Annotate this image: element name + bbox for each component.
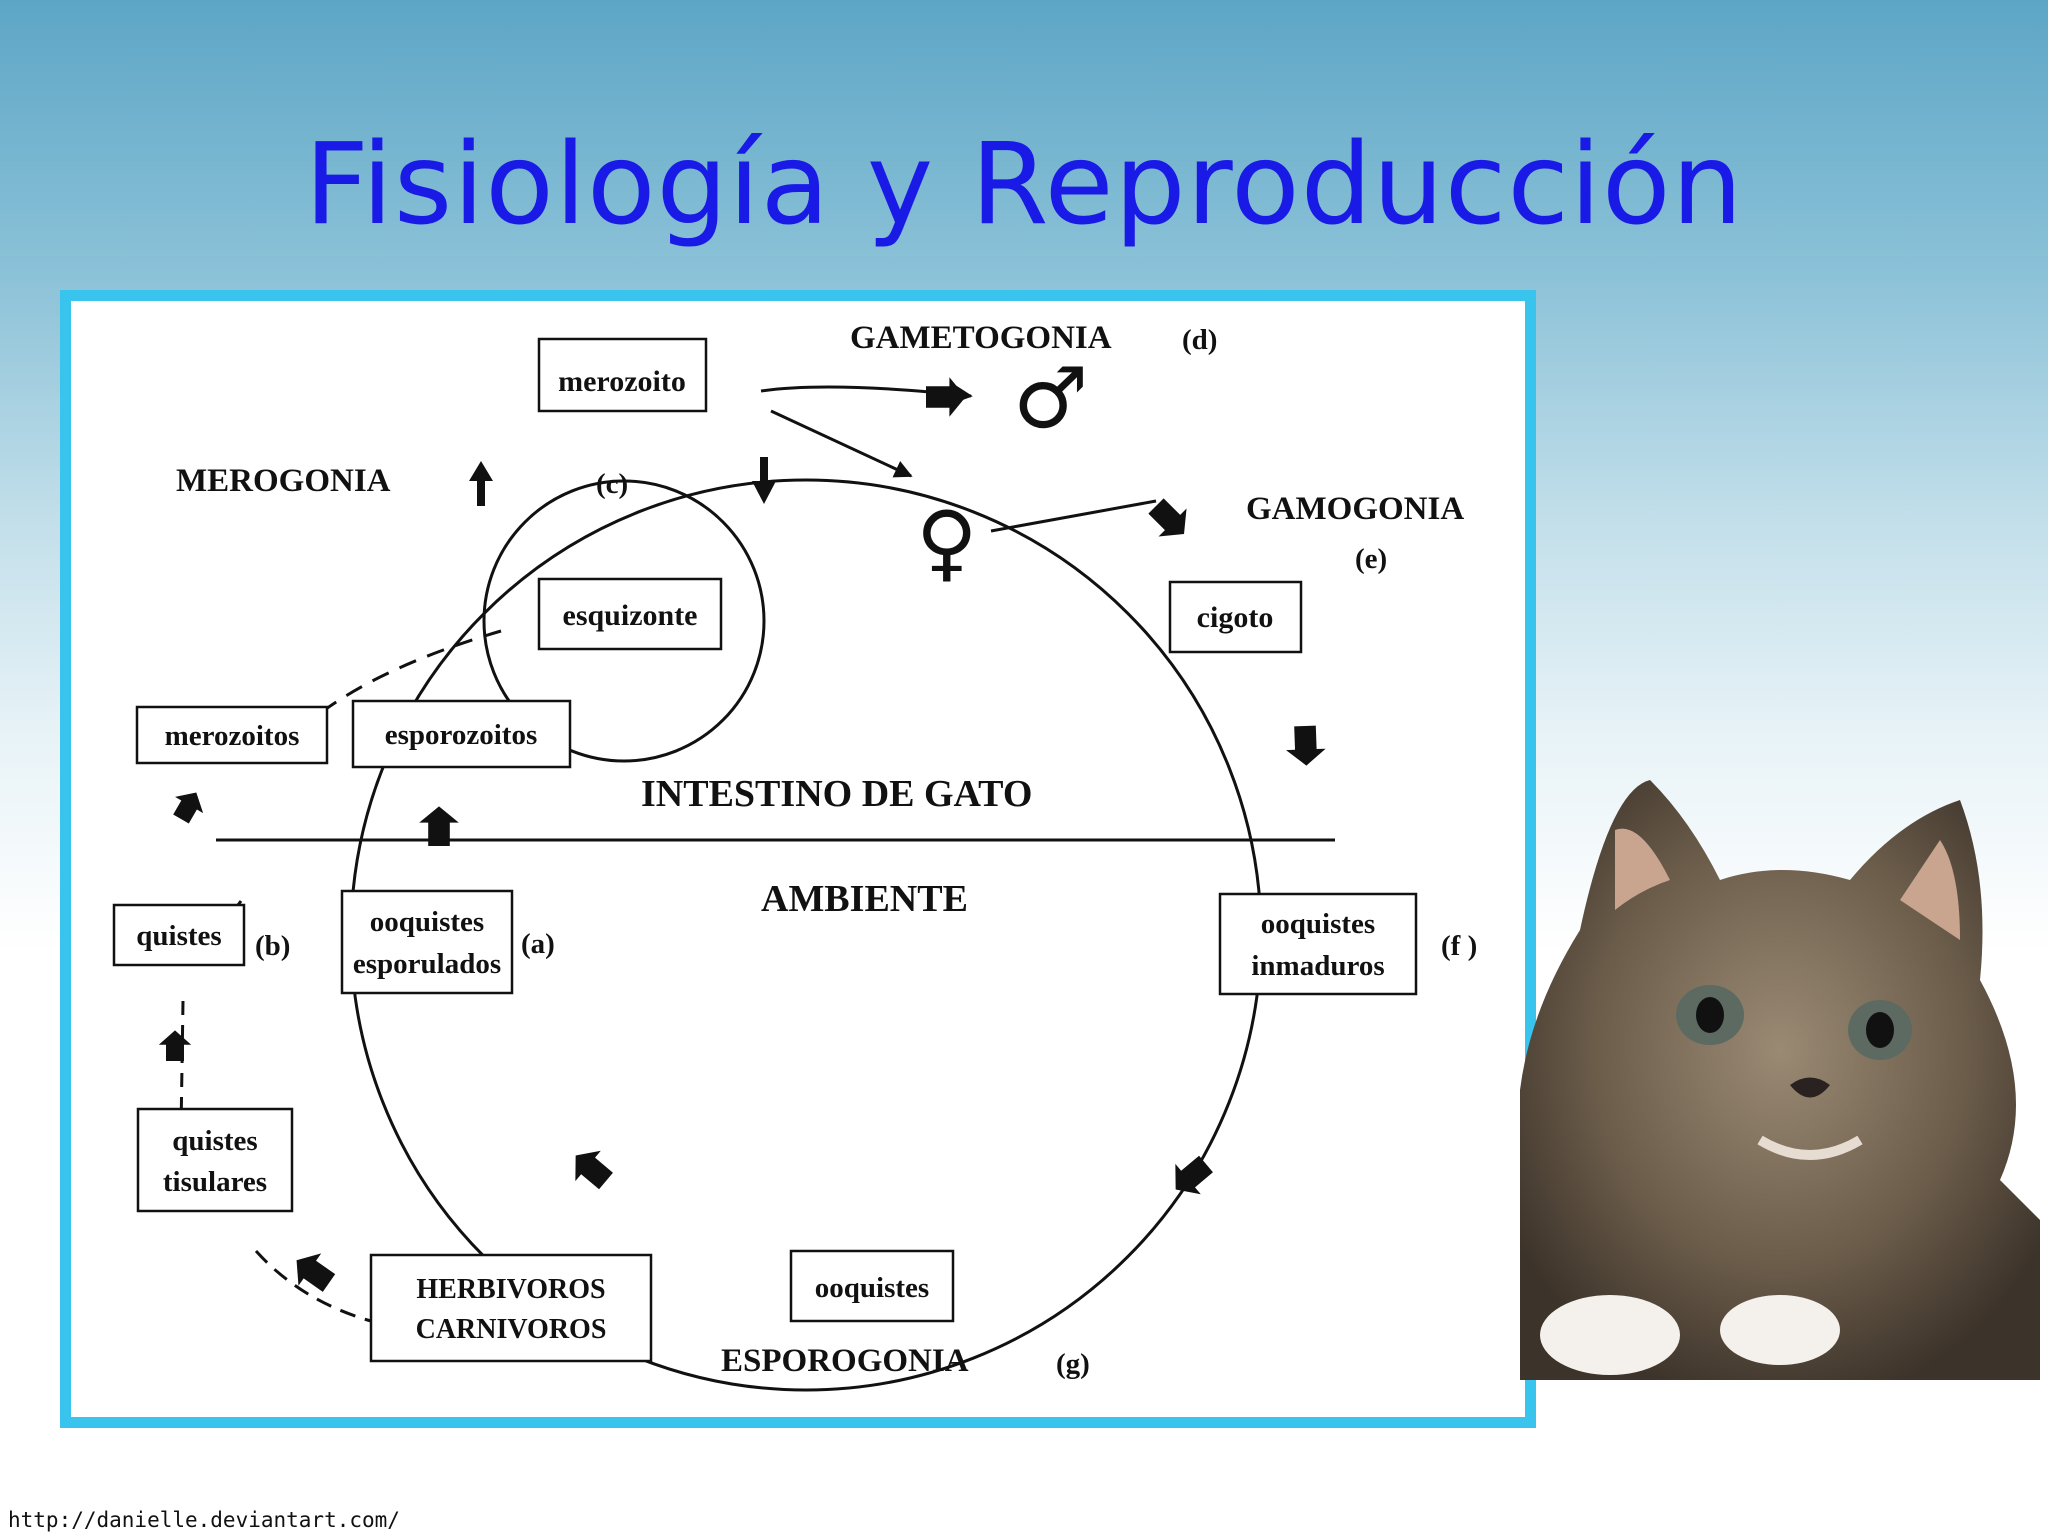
merogonia-arrow-down [752,457,776,504]
life-cycle-diagram: merozoito esquizonte cigoto merozoitos e… [112,320,1477,1392]
label-a: (a) [521,928,555,960]
slide-title: Fisiología y Reproducción [304,120,1744,250]
box-esquizonte [537,577,723,651]
box-ooquistes-esporulados-line2: esporulados [353,948,501,980]
image-credit: http://danielle.deviantart.com/ [8,1508,400,1532]
merogonia-arrow-up [469,461,493,506]
tisulares-arrow [296,1253,336,1292]
diagram-frame: merozoito esquizonte cigoto merozoitos e… [60,290,1536,1428]
box-quistes [112,903,246,967]
label-esporogonia: ESPOROGONIA [721,1343,969,1379]
label-c: (c) [596,468,628,500]
label-d: (d) [1182,324,1217,356]
label-f: (f ) [1441,930,1477,962]
box-merozoitos [135,705,329,765]
quistes-arrow [158,1030,192,1061]
label-e: (e) [1355,543,1387,575]
box-ooquistes-esporulados-line1: ooquistes [370,906,484,938]
box-merozoito-text: merozoito [558,365,686,398]
box-quistes-tisulares-line1: quistes [172,1125,257,1157]
box-ooquistes-inmaduros-line2: inmaduros [1251,950,1384,982]
label-gamogonia: GAMOGONIA [1246,491,1464,527]
box-ooquistes-inmaduros-line1: ooquistes [1261,908,1375,940]
merozoitos-arrow [173,792,204,824]
cigoto-arrow [1286,725,1326,766]
box-merozoitos-text: merozoitos [165,720,300,752]
box-quistes-tisulares-line2: tisulares [163,1166,267,1198]
box-cigoto-text: cigoto [1197,601,1274,634]
esporogonia-arrow [575,1150,613,1190]
box-carnivoros-text: CARNIVOROS [416,1314,607,1345]
box-quistes-text: quistes [136,920,221,952]
female-symbol-icon: ♀ [916,493,978,591]
esporozoitos-arrow [419,806,459,846]
label-gametogonia: GAMETOGONIA [850,320,1112,356]
dashed-herbivoros-tisulares [254,1249,372,1323]
box-esquizonte-text: esquizonte [563,599,698,632]
label-merogonia: MEROGONIA [176,463,391,499]
label-g: (g) [1056,1348,1090,1380]
kitten-image [1520,780,2040,1380]
inmaduros-arrow [1175,1155,1213,1195]
box-cigoto [1168,580,1303,654]
box-esporozoitos [351,699,572,769]
gamogonia-arrow [1148,498,1187,537]
arrow-to-female [770,409,913,478]
gametogonia-arrow [926,377,966,417]
male-symbol-icon: ♂ [1013,349,1088,447]
female-to-cycle-line [990,499,1157,533]
label-intestino-de-gato: INTESTINO DE GATO [641,773,1032,815]
box-ooquistes-inmaduros [1218,892,1418,996]
box-herbivoros-carnivoros [369,1253,653,1363]
merogony-circle [482,479,766,763]
box-merozoito [537,337,708,413]
box-esporozoitos-text: esporozoitos [385,719,538,751]
box-ooquistes-text: ooquistes [815,1272,929,1304]
label-ambiente: AMBIENTE [761,878,968,920]
box-ooquistes [789,1249,955,1323]
box-ooquistes-esporulados [340,889,514,995]
label-b: (b) [255,930,290,962]
box-quistes-tisulares [136,1107,294,1213]
box-herbivoros-text: HERBIVOROS [416,1274,605,1305]
